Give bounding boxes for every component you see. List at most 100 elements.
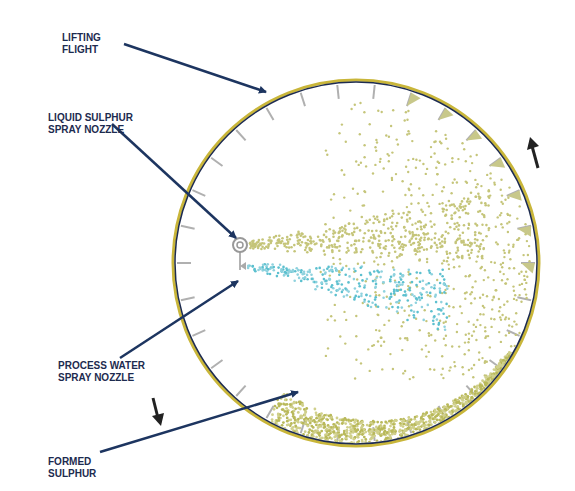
particle bbox=[444, 214, 447, 217]
particle bbox=[364, 191, 366, 193]
particle bbox=[523, 275, 525, 277]
particle bbox=[346, 247, 349, 250]
particle bbox=[509, 214, 511, 216]
particle bbox=[321, 286, 324, 289]
particle bbox=[316, 421, 319, 424]
particle bbox=[439, 282, 442, 285]
particle bbox=[439, 320, 441, 322]
particle bbox=[320, 243, 323, 246]
particle bbox=[435, 167, 437, 169]
flight bbox=[236, 386, 245, 396]
particle bbox=[301, 404, 304, 407]
particle bbox=[500, 212, 502, 214]
particle bbox=[441, 245, 444, 248]
particle bbox=[454, 410, 457, 413]
particle bbox=[247, 264, 250, 267]
particle bbox=[468, 254, 471, 257]
particle bbox=[447, 147, 449, 149]
particle bbox=[355, 251, 358, 254]
particle bbox=[528, 260, 530, 262]
particle bbox=[465, 275, 467, 277]
particle bbox=[419, 239, 422, 242]
particle bbox=[276, 406, 279, 409]
particle bbox=[493, 279, 495, 281]
particle bbox=[375, 429, 378, 432]
particle bbox=[261, 245, 264, 248]
particle bbox=[307, 239, 310, 242]
particle bbox=[462, 209, 464, 211]
particle bbox=[407, 211, 410, 214]
particle bbox=[481, 256, 483, 258]
particle bbox=[487, 204, 490, 207]
particle bbox=[324, 280, 327, 283]
particle bbox=[446, 260, 449, 263]
particle bbox=[351, 232, 353, 234]
particle bbox=[425, 320, 427, 322]
particle bbox=[315, 414, 318, 417]
particle bbox=[467, 239, 469, 241]
particle bbox=[348, 275, 351, 278]
particle bbox=[502, 226, 504, 228]
particle bbox=[463, 224, 466, 227]
particle bbox=[430, 238, 432, 240]
particle bbox=[401, 325, 403, 327]
particle bbox=[397, 306, 400, 309]
particle bbox=[444, 241, 447, 244]
particle bbox=[462, 395, 465, 398]
particle bbox=[327, 319, 329, 321]
particle bbox=[297, 242, 300, 245]
particle bbox=[279, 242, 282, 245]
particle bbox=[276, 275, 279, 278]
particle bbox=[453, 266, 455, 268]
particle bbox=[433, 141, 435, 143]
particle bbox=[422, 319, 425, 322]
particle bbox=[476, 224, 479, 227]
particle bbox=[437, 161, 439, 163]
particle bbox=[512, 285, 514, 287]
flight bbox=[301, 93, 305, 106]
particle bbox=[356, 290, 359, 293]
particle bbox=[374, 304, 377, 307]
particle bbox=[297, 243, 300, 246]
particle bbox=[436, 279, 438, 281]
particle bbox=[478, 197, 481, 200]
particle bbox=[499, 359, 501, 361]
particle bbox=[476, 319, 478, 321]
particle bbox=[374, 164, 376, 166]
particle bbox=[332, 232, 335, 235]
particle bbox=[471, 291, 473, 293]
particle bbox=[353, 421, 356, 424]
particle bbox=[497, 216, 499, 218]
particle bbox=[372, 280, 375, 283]
particle bbox=[288, 246, 291, 249]
particle bbox=[342, 289, 345, 292]
particle bbox=[349, 209, 351, 211]
particle bbox=[321, 283, 324, 286]
particle bbox=[454, 398, 457, 401]
particle bbox=[270, 242, 273, 245]
flight bbox=[489, 360, 500, 368]
particle bbox=[396, 138, 398, 140]
particle bbox=[405, 111, 407, 113]
particle bbox=[419, 329, 421, 331]
particle bbox=[360, 295, 363, 298]
particle bbox=[316, 285, 319, 288]
particle bbox=[328, 278, 331, 281]
particle bbox=[261, 269, 264, 272]
particle bbox=[421, 297, 424, 300]
particle bbox=[302, 422, 305, 425]
particle bbox=[338, 273, 341, 276]
particle bbox=[298, 401, 301, 404]
particle bbox=[429, 368, 431, 370]
particle bbox=[396, 310, 399, 313]
particle bbox=[345, 141, 347, 143]
particle bbox=[395, 173, 397, 175]
particle bbox=[442, 313, 445, 316]
particle bbox=[348, 233, 351, 236]
particle bbox=[441, 190, 443, 192]
particle bbox=[273, 408, 276, 411]
particle bbox=[369, 123, 371, 125]
particle bbox=[302, 277, 305, 280]
particle bbox=[454, 410, 457, 413]
particle bbox=[332, 229, 335, 232]
